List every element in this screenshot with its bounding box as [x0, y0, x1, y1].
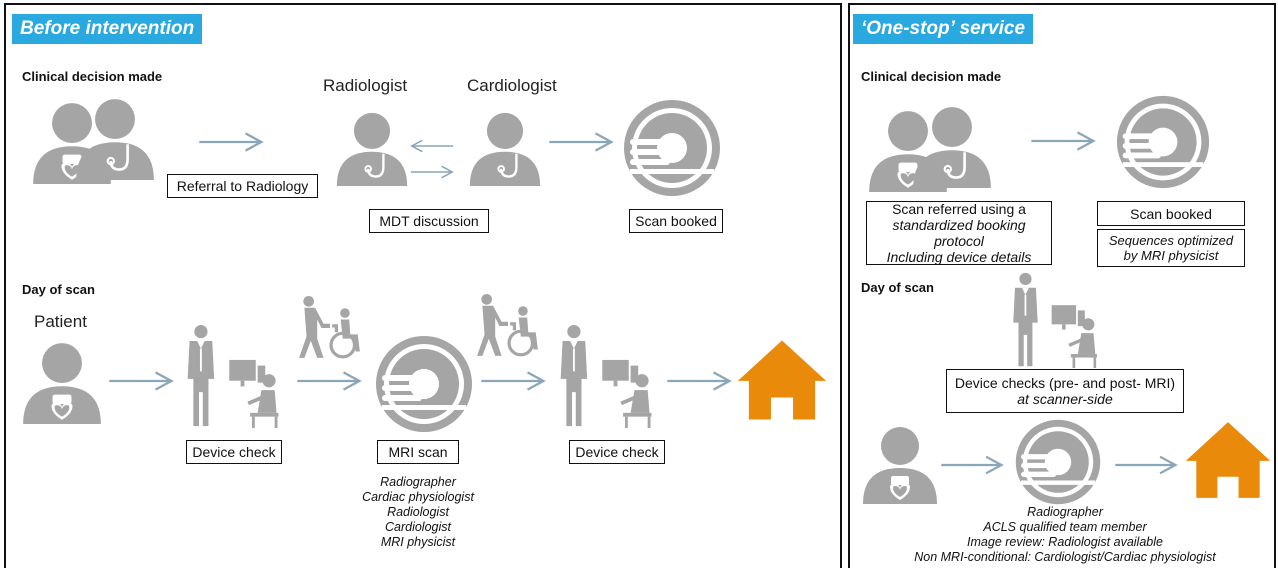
mri-scanner-icon [1115, 94, 1211, 190]
label-cardiologist: Cardiologist [467, 76, 557, 95]
arrow-icon [666, 370, 732, 392]
device-check-icon [182, 324, 286, 428]
wheelchair-icon [298, 296, 362, 360]
note-radiographer: Radiographer [1027, 505, 1103, 519]
box-mri-scan: MRI scan [377, 440, 459, 464]
staff-cardiologist: Cardiologist [384, 520, 451, 534]
arrow-icon [480, 370, 546, 392]
note-acls: ACLS qualified team member [983, 520, 1147, 534]
box-device-check: Device check [569, 440, 665, 464]
one-stop-service-panel [848, 3, 1276, 568]
arrow-right-icon [410, 165, 454, 179]
box-sequences-optimized: Sequences optimized by MRI physicist [1097, 229, 1245, 267]
label-patient: Patient [34, 312, 87, 331]
one-stop-staff-notes: Radiographer ACLS qualified team member … [858, 505, 1272, 565]
cardiologist-icon [467, 110, 543, 186]
wheelchair-icon [476, 294, 540, 358]
device-checks-line-1: Device checks (pre- and post- MRI) [954, 375, 1176, 391]
arrow-icon [198, 131, 264, 153]
before-intervention-panel [4, 3, 842, 568]
box-scan-booked: Scan booked [629, 209, 723, 233]
note-non-mri-conditional: Non MRI-conditional: Cardiologist/Cardia… [914, 550, 1216, 564]
arrow-icon [1030, 130, 1096, 152]
section-clinical-decision: Clinical decision made [22, 69, 163, 84]
box-scan-booked: Scan booked [1097, 201, 1245, 226]
device-checks-line-2: at scanner-side [1017, 391, 1113, 407]
box-referred-line-2: standardized booking protocol [892, 217, 1026, 249]
staff-radiologist: Radiologist [387, 505, 449, 519]
box-scan-referred: Scan referred using a standardized booki… [866, 201, 1052, 265]
staff-mri-physicist: MRI physicist [380, 535, 456, 549]
box-device-checks: Device checks (pre- and post- MRI) at sc… [946, 369, 1184, 413]
arrow-icon [1114, 454, 1178, 476]
arrow-icon [296, 370, 362, 392]
staff-radiographer: Radiographer [380, 475, 456, 489]
section-clinical-decision: Clinical decision made [861, 69, 1002, 84]
mri-scanner-icon [374, 334, 474, 434]
panel-title-one-stop: ‘One-stop’ service [853, 14, 1034, 44]
radiologist-icon [334, 110, 410, 186]
device-check-icon [555, 324, 659, 428]
arrow-icon [940, 454, 1004, 476]
mri-scanner-icon [1014, 418, 1102, 506]
device-check-icon [1008, 272, 1104, 368]
box-device-check: Device check [186, 440, 282, 464]
section-day-of-scan: Day of scan [861, 280, 934, 295]
arrow-icon [108, 370, 174, 392]
arrow-icon [548, 131, 614, 153]
box-referral: Referral to Radiology [167, 174, 318, 198]
home-icon [736, 338, 828, 422]
mri-scanner-icon [622, 98, 722, 198]
note-image-review: Image review: Radiologist available [967, 535, 1163, 549]
box-referred-line-1: Scan referred using a [892, 201, 1026, 217]
panel-title-before: Before intervention [12, 14, 203, 44]
staff-cardiac-physiologist: Cardiac physiologist [362, 490, 474, 504]
patient-icon [20, 340, 104, 424]
patient-icon [860, 424, 940, 504]
doctor-icon [910, 104, 994, 188]
box-mdt-discussion: MDT discussion [369, 209, 489, 233]
arrow-left-icon [410, 139, 454, 153]
sequences-line-1: Sequences optimized [1108, 233, 1234, 248]
home-icon [1184, 420, 1272, 500]
mri-staff-list: Radiographer Cardiac physiologist Radiol… [356, 475, 480, 550]
section-day-of-scan: Day of scan [22, 282, 95, 297]
sequences-line-2: by MRI physicist [1123, 248, 1219, 263]
label-radiologist: Radiologist [323, 76, 408, 95]
box-referred-line-3: Including device details [886, 249, 1032, 265]
doctor-icon [73, 96, 157, 180]
